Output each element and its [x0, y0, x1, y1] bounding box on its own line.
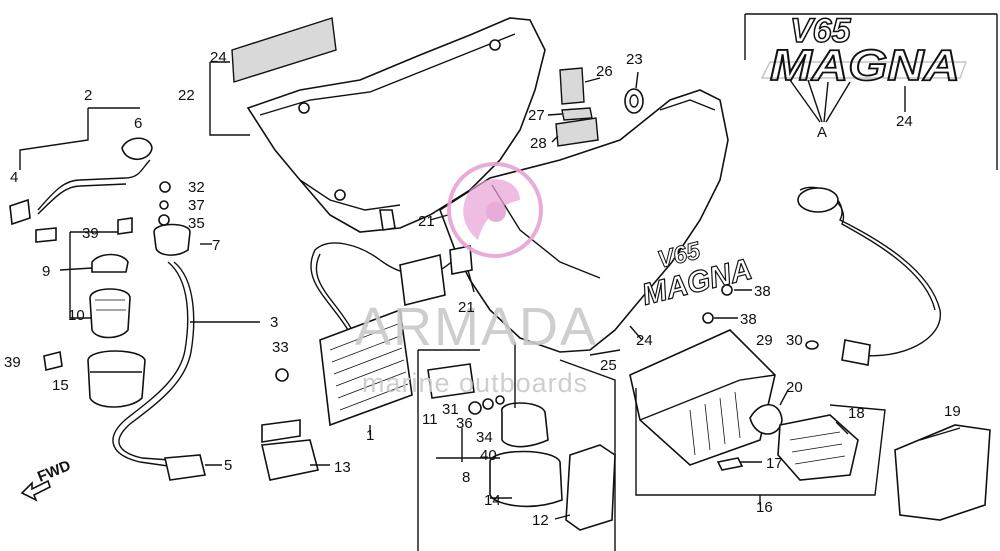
left-side-cover	[246, 17, 546, 233]
part-label-p32: 32	[188, 179, 205, 196]
part-label-p30: 30	[786, 332, 803, 349]
washer-37	[159, 200, 169, 210]
bolt-38a	[721, 284, 733, 296]
harness-wire	[310, 242, 471, 331]
part-label-p10: 10	[68, 307, 85, 324]
part-label-p4: 4	[10, 169, 18, 186]
part-label-p16: 16	[756, 499, 773, 516]
emblem-name: MAGNA	[770, 41, 960, 90]
part-label-p26: 26	[596, 63, 613, 80]
watermark: ARMADA marine outboards	[355, 162, 598, 398]
part-label-p17: 17	[766, 455, 783, 472]
part-label-p8: 8	[462, 469, 470, 486]
part-label-p6: 6	[134, 115, 142, 132]
part-label-p9: 9	[42, 263, 50, 280]
sticker-24-left	[231, 17, 337, 83]
part-label-p39b: 39	[4, 354, 21, 371]
part-label-p11: 11	[422, 411, 438, 428]
part-label-p35: 35	[188, 215, 205, 232]
part-label-p5: 5	[224, 457, 232, 474]
part-label-p22: 22	[178, 87, 195, 104]
part-label-p14: 14	[484, 492, 501, 509]
cap-7	[153, 223, 191, 256]
holder-9	[91, 253, 129, 273]
bulb-10	[89, 288, 131, 339]
part-label-p37: 37	[188, 197, 205, 214]
part-label-p31: 31	[442, 401, 459, 418]
case-15	[87, 350, 146, 408]
part-label-p24b: 24	[896, 113, 913, 130]
part-label-p24c: 24	[636, 332, 653, 349]
part-label-p21b: 21	[458, 299, 475, 316]
bolt-17	[716, 457, 744, 471]
clip-4	[9, 198, 31, 226]
grommet-23	[624, 88, 644, 114]
relay-11	[427, 363, 475, 399]
leader-lines	[19, 71, 849, 520]
part-label-p12: 12	[532, 512, 549, 529]
part-label-p33: 33	[272, 339, 289, 356]
part-label-p3: 3	[270, 314, 278, 331]
fwd-label: FWD	[35, 457, 73, 486]
part-label-p20: 20	[786, 379, 803, 396]
part-label-p7: 7	[212, 237, 220, 254]
part-label-p34: 34	[476, 429, 493, 446]
right-side-cover	[439, 89, 729, 353]
cover-19	[894, 424, 991, 521]
part-label-p13: 13	[334, 459, 351, 476]
bolt-38b	[702, 312, 714, 324]
coil-bracket	[501, 402, 549, 448]
sticker-28	[555, 117, 599, 147]
battery-box-16	[629, 329, 886, 496]
regulator-1	[319, 308, 413, 427]
watermark-logo-ring	[447, 162, 543, 258]
part-label-p1: 1	[366, 427, 374, 444]
part-label-p39a: 39	[82, 225, 99, 242]
part-label-p38b: 38	[740, 311, 757, 328]
tube-3	[112, 261, 189, 467]
fwd-indicator: FWD	[20, 457, 73, 502]
part-label-p29: 29	[756, 332, 773, 349]
bracket-13	[261, 439, 319, 481]
sticker-27	[561, 107, 593, 121]
clip-39b	[43, 351, 63, 371]
emblem-label-a: A	[817, 124, 827, 141]
strap-20	[749, 403, 783, 435]
band-14	[489, 450, 563, 508]
washer-32	[159, 181, 171, 193]
watermark-tagline: marine outboards	[362, 368, 588, 398]
part-label-p18: 18	[848, 405, 865, 422]
boot-6	[121, 137, 153, 161]
cable-2	[37, 159, 151, 211]
part-label-p19: 19	[944, 403, 961, 420]
watermark-brand: ARMADA	[355, 297, 598, 357]
part-label-p21a: 21	[418, 213, 435, 230]
part-label-p2: 2	[84, 87, 92, 104]
emblem-model: V65	[790, 12, 852, 50]
part-label-p23: 23	[626, 51, 643, 68]
part-label-p27: 27	[528, 107, 545, 124]
lower-center-frame	[417, 349, 616, 551]
emblem-group: V65 MAGNA A	[744, 11, 998, 170]
part-label-p40: 40	[480, 447, 497, 464]
part-label-p25: 25	[600, 357, 617, 374]
cover-12	[565, 444, 616, 531]
part-label-p24a: 24	[210, 49, 227, 66]
sticker-26	[559, 67, 585, 105]
nut-33	[275, 368, 289, 382]
plug-5	[164, 454, 206, 481]
side-cover-decal: V65 MAGNA	[638, 237, 756, 313]
part-label-p38a: 38	[754, 283, 771, 300]
washer-35	[158, 214, 170, 226]
part-label-p28: 28	[530, 135, 547, 152]
part-label-p15: 15	[52, 377, 69, 394]
clip-39a	[117, 217, 133, 235]
part-label-p36: 36	[456, 415, 473, 432]
